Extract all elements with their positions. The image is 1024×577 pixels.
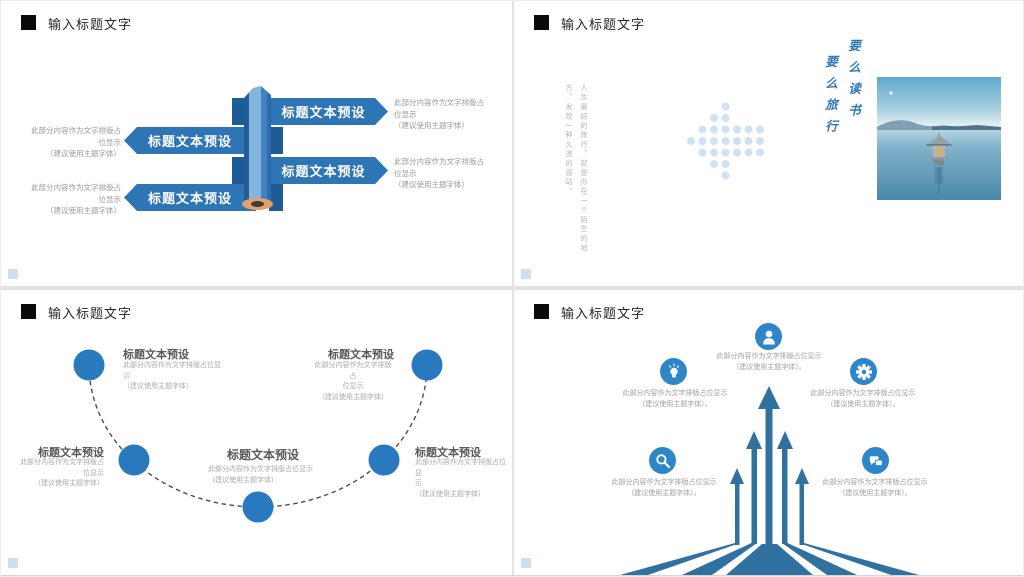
- placeholder-text: 此部分内容作为文字排版占 位显示 （建议使用主题字体）: [394, 98, 484, 130]
- slide-title: 输入标题文字: [561, 17, 646, 32]
- placeholder-text: 此部分内容作为文字排版占 位显示 （建议使用主题字体）: [31, 183, 121, 215]
- search-icon: [649, 447, 676, 474]
- node-title: 标题文本预设: [227, 448, 300, 462]
- horizontal-divider: [1, 286, 1023, 290]
- node-desc: 此部分内容作为文字排版占 位显示 （建议使用主题字体）: [314, 362, 392, 401]
- slide-4-rising-arrows[interactable]: 输入标题文字: [514, 290, 1023, 575]
- user-icon: [755, 323, 782, 350]
- arrow-title: 标题文本预设: [147, 191, 232, 206]
- arrow-shadow-tail: [232, 157, 246, 184]
- arrow-left-1: 标题文本预设: [124, 127, 256, 154]
- corner-decoration-square: [521, 269, 531, 279]
- header-square-bullet: [534, 15, 549, 30]
- rising-arrows-graphic: [620, 386, 919, 575]
- node-desc: 此部分内容作为文字排版占位显 示 （建议使用主题字体）: [123, 362, 221, 390]
- header-square-bullet: [21, 15, 36, 30]
- header-square-bullet: [534, 304, 549, 319]
- dot-arrow-graphic: [687, 102, 764, 180]
- corner-decoration-square: [521, 558, 531, 568]
- gear-icon: [850, 358, 877, 385]
- node-title: 标题文本预设: [123, 349, 189, 361]
- node-desc: 此部分内容作为文字排版占 位显示 （建议使用主题字体）: [20, 459, 104, 487]
- arrow-left-2: 标题文本预设: [124, 184, 256, 211]
- node-title: 标题文本预设: [38, 447, 104, 459]
- slide-title: 输入标题文字: [561, 306, 646, 321]
- node-title: 标题文本预设: [328, 349, 394, 361]
- dashed-arc-graphic: [73, 349, 443, 523]
- placeholder-text: 此部分内容作为文字排版占 位显示 （建议使用主题字体）: [31, 126, 121, 158]
- pencil-lead: [251, 201, 264, 207]
- arrow-right-1: 标题文本预设: [259, 98, 388, 125]
- slide-1-pencil-diagram[interactable]: 输入标题文字 标题文本预设 标题文本预设 标题文本预设 标题文本预设: [1, 1, 512, 286]
- icon-desc: 此部分内容作为文字排版占位显示 （建议使用主题字体）。: [810, 390, 916, 408]
- arrow-shadow-tail: [269, 184, 283, 211]
- vertical-title-travel: 要么旅行: [823, 55, 838, 141]
- slide-title: 输入标题文字: [48, 17, 133, 32]
- vertical-quote-text: 人生最好的旅行，就是你在一个陌生的地 方，发现一种久违的感动。: [565, 84, 587, 254]
- stone-lantern: [926, 133, 952, 194]
- chat-icon: [862, 447, 889, 474]
- node-desc: 此部分内容作为文字排版占位显 示 （建议使用主题字体）: [415, 459, 506, 498]
- slide-2-reading-travel[interactable]: 输入标题文字 人生最好的旅行，就是你在一个陌生的地 方，发现一种久违的感动。 要…: [514, 1, 1023, 286]
- lake-pavilion-photo: [877, 77, 1001, 200]
- arrow-right-2: 标题文本预设: [259, 157, 388, 184]
- arrow-shadow-tail: [269, 127, 283, 154]
- corner-decoration-square: [8, 269, 18, 279]
- node-title: 标题文本预设: [415, 447, 481, 459]
- lightbulb-icon: [660, 358, 687, 385]
- slide-title: 输入标题文字: [48, 306, 133, 321]
- header-square-bullet: [21, 304, 36, 319]
- vertical-title-read: 要么读书: [846, 39, 861, 125]
- arrow-shadow-tail: [232, 98, 246, 125]
- icon-desc: 此部分内容作为文字排版占位显示 （建议使用主题字体）。: [611, 479, 717, 497]
- icon-desc: 此部分内容作为文字排版占位显示 （建议使用主题字体）。: [716, 353, 822, 371]
- placeholder-text: 此部分内容作为文字排版占 位显示 （建议使用主题字体）: [394, 157, 484, 189]
- slide-3-semicircle-timeline[interactable]: 输入标题文字 标题文本预设 此部分内容作为文字排版占位显 示 （建议使用主题字体…: [1, 290, 512, 575]
- arrow-title: 标题文本预设: [281, 164, 366, 179]
- node-desc: 此部分内容作为文字排版占位显示 （建议使用主题字体）: [208, 466, 313, 484]
- arrow-title: 标题文本预设: [281, 105, 366, 120]
- corner-decoration-square: [8, 558, 18, 568]
- bottom-edge-bar: [1, 575, 1023, 576]
- pencil-graphic: [244, 86, 271, 204]
- arrow-title: 标题文本预设: [147, 134, 232, 149]
- icon-desc: 此部分内容作为文字排版占位显示 （建议使用主题字体）。: [622, 390, 728, 408]
- icon-desc: 此部分内容作为文字排版占位显示 （建议使用主题字体）。: [822, 479, 928, 497]
